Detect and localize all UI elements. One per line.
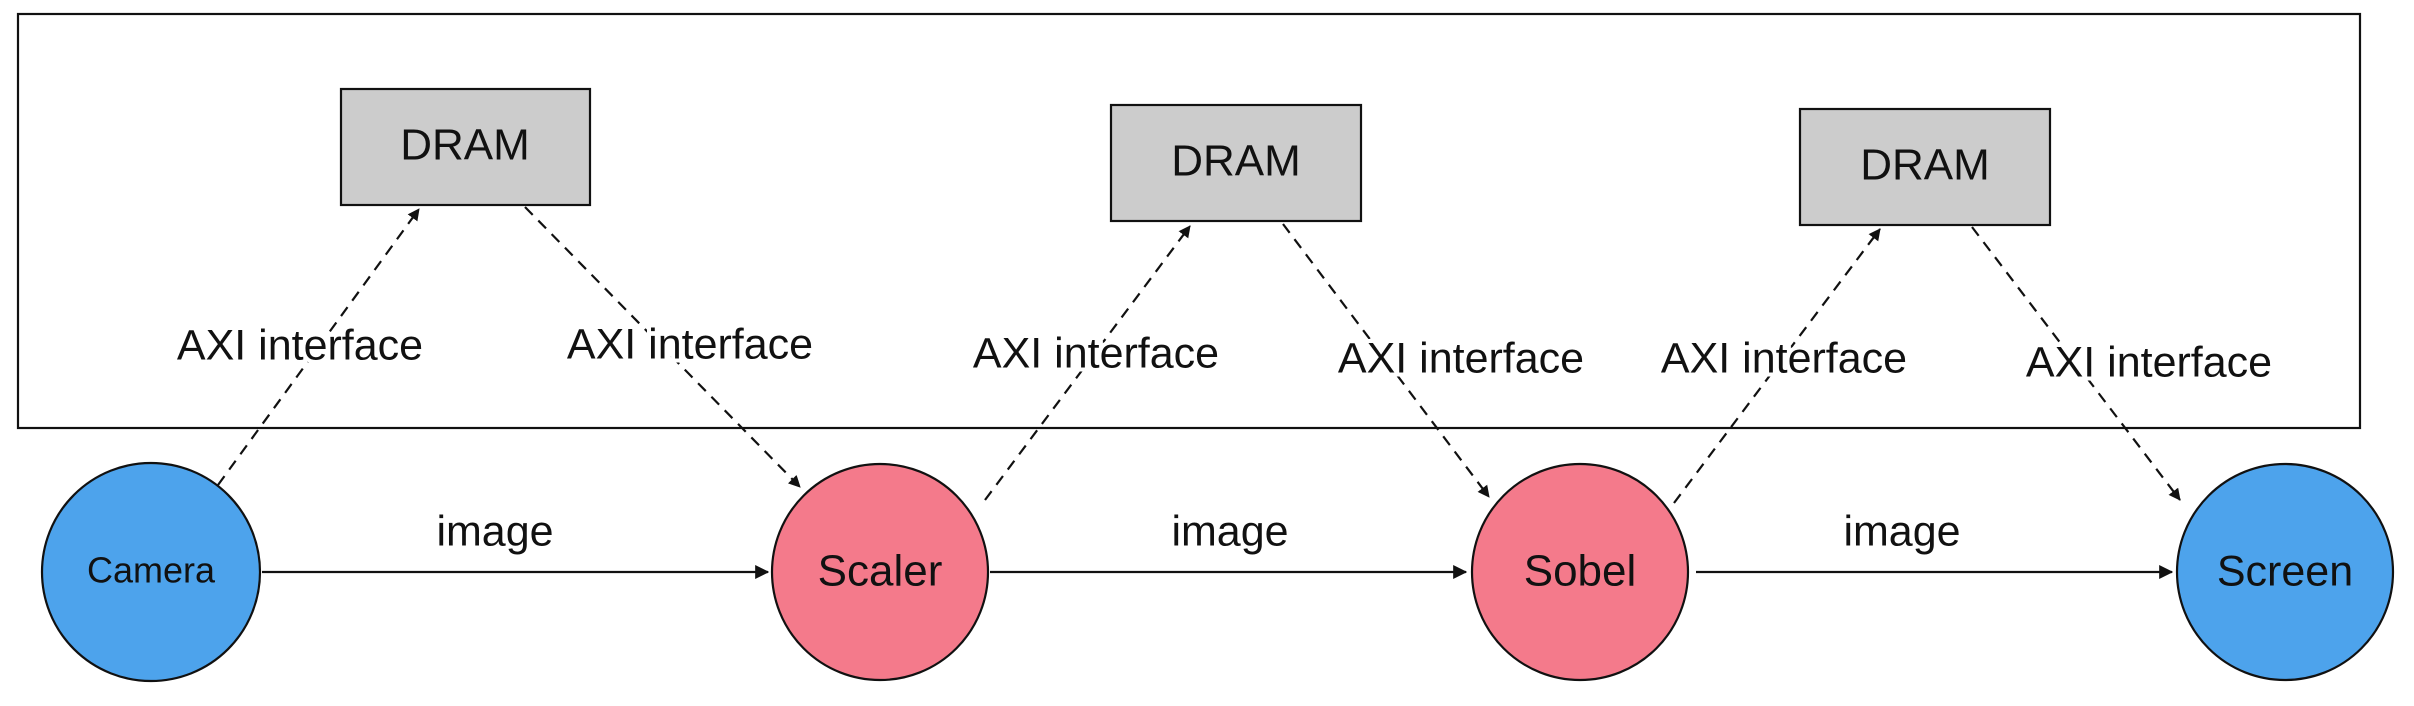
dram-box <box>339 87 592 207</box>
axi-edge-scaler-to-dram-2 <box>984 225 1191 501</box>
axi-labels: AXI interface AXI interface AXI interfac… <box>173 316 2276 390</box>
axi-label: AXI interface <box>567 320 813 368</box>
dram-2: DRAM <box>1109 103 1363 223</box>
axi-edge-sobel-to-dram-3 <box>1673 228 1881 504</box>
node-label: Sobel <box>1524 547 1637 596</box>
dram-box <box>1109 103 1363 223</box>
node-sobel: Sobel <box>1470 462 1690 682</box>
node-circle <box>40 461 262 683</box>
node-label: Scaler <box>818 547 943 596</box>
node-label: Camera <box>87 550 216 591</box>
node-camera: Camera <box>40 461 262 683</box>
axi-edge-dram-1-to-scaler <box>524 206 801 488</box>
image-label: image <box>1843 507 1960 555</box>
axi-edge-dram-3-to-screen <box>1971 226 2181 501</box>
dram-label: DRAM <box>1860 141 1990 190</box>
axi-label: AXI interface <box>973 329 1219 377</box>
node-scaler: Scaler <box>770 462 990 682</box>
dram-label: DRAM <box>400 121 530 170</box>
node-circle <box>1470 462 1690 682</box>
dram-3: DRAM <box>1798 107 2052 227</box>
node-label: Screen <box>2217 547 2353 595</box>
memory-subsystem-frame <box>16 12 2362 430</box>
dram-label: DRAM <box>1171 137 1301 186</box>
node-screen: Screen <box>2175 462 2395 682</box>
dram-1: DRAM <box>339 87 592 207</box>
image-label: image <box>436 507 553 555</box>
axi-edge-dram-2-to-sobel <box>1282 223 1490 498</box>
dram-box <box>1798 107 2052 227</box>
node-circle <box>770 462 990 682</box>
node-circle <box>2175 462 2395 682</box>
axi-label: AXI interface <box>177 321 423 369</box>
image-label: image <box>1171 507 1288 555</box>
axi-label: AXI interface <box>1338 334 1584 382</box>
axi-label: AXI interface <box>2026 338 2272 386</box>
axi-label: AXI interface <box>1661 334 1907 382</box>
